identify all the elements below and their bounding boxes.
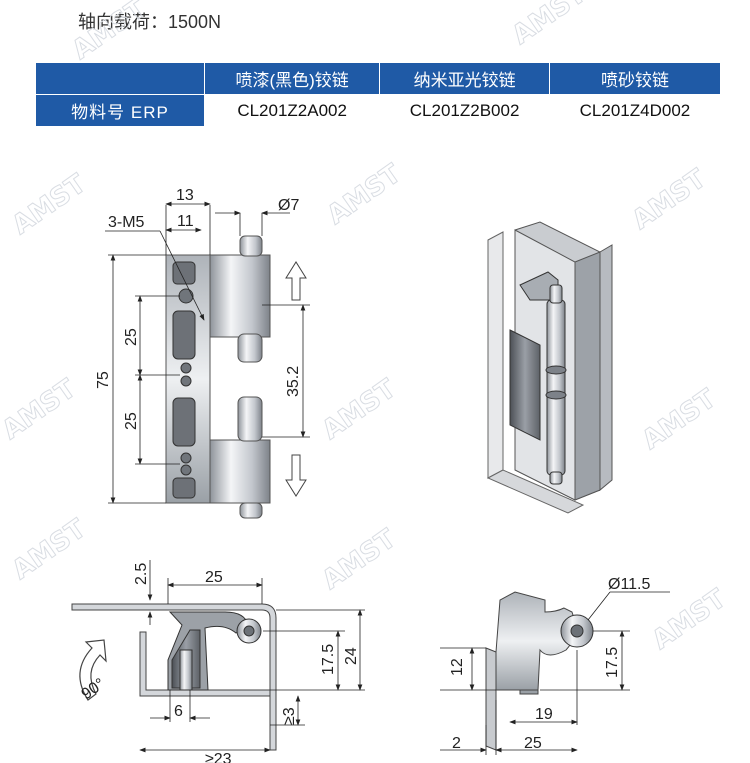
erp-row-label: 物料号 ERP <box>35 94 205 127</box>
dim-side-width-25: 25 <box>524 735 542 752</box>
side-foot <box>519 689 539 695</box>
hinge-leaf-3d <box>509 329 541 441</box>
hinge-3d-view <box>486 221 613 514</box>
panel-edge <box>487 231 504 479</box>
watermark-text: AMST <box>317 524 402 596</box>
mount-hole <box>180 362 192 374</box>
dim-diameter-11-5: Ø11.5 <box>608 576 651 593</box>
dim-width-25: 25 <box>205 569 223 586</box>
barrel-ring <box>545 390 567 400</box>
dim-height-24: 24 <box>343 647 360 665</box>
spec-header-row: 喷漆(黑色)铰链 纳米亚光铰链 喷砂铰链 <box>35 62 722 95</box>
rotation-90-arrow-icon <box>79 639 107 701</box>
dim-pin-diameter: Ø7 <box>278 197 299 214</box>
pin-retract-up-arrow-icon <box>285 261 307 301</box>
hinge-pin-3d-top <box>549 284 563 304</box>
side-plate-edge <box>485 647 497 751</box>
mount-screw <box>179 649 193 691</box>
dim-height-17-5: 17.5 <box>320 644 337 675</box>
dim-gap-min-3: ≥3 <box>281 707 298 725</box>
header-painted-black: 喷漆(黑色)铰链 <box>203 62 381 95</box>
dim-thickness-2-5: 2.5 <box>133 563 150 585</box>
dim-offset-6: 6 <box>174 703 183 720</box>
spec-table: 喷漆(黑色)铰链 纳米亚光铰链 喷砂铰链 物料号 ERP CL201Z2A002… <box>35 62 722 127</box>
hinge-pin-lower-end <box>237 396 263 442</box>
watermark-text: AMST <box>67 0 152 66</box>
dim-pitch-25-lower: 25 <box>123 412 140 430</box>
header-blank-cell <box>35 62 205 95</box>
axial-load-text: 轴向载荷：1500N <box>78 12 222 32</box>
dim-side-height-12: 12 <box>449 658 466 676</box>
dim-thread-m5: 3-M5 <box>108 214 145 231</box>
spec-erp-row: 物料号 ERP CL201Z2A002 CL201Z2B002 CL201Z4D… <box>35 94 722 127</box>
panel-bottom <box>486 469 585 514</box>
mount-hole <box>180 464 192 476</box>
side-bracket <box>495 591 576 691</box>
hinge-knuckle-lower <box>209 439 271 504</box>
dim-13: 13 <box>176 187 194 204</box>
watermark-text: AMST <box>317 374 402 446</box>
erp-code-nano: CL201Z2B002 <box>379 94 550 127</box>
dim-pitch-25-upper: 25 <box>123 328 140 346</box>
dim-side-height-17-5: 17.5 <box>604 647 621 678</box>
mount-slot <box>172 310 196 360</box>
watermark-text: AMST <box>647 584 732 656</box>
erp-code-painted: CL201Z2A002 <box>203 94 381 127</box>
watermark-layer: AMST AMST AMST AMST AMST AMST AMST AMST … <box>0 0 732 656</box>
dim-angle-90: 90° <box>79 675 109 703</box>
barrel-ring <box>545 365 567 375</box>
erp-code-sandblast: CL201Z4D002 <box>548 94 722 127</box>
side-view: Ø11.5 12 17.5 19 2 25 <box>440 576 670 755</box>
mount-slot <box>172 261 196 285</box>
mount-hole <box>178 288 194 304</box>
watermark-text: AMST <box>7 514 92 586</box>
front-view: 13 11 3-M5 Ø7 75 25 25 35.2 <box>95 187 310 519</box>
pin-retract-down-arrow-icon <box>285 454 307 497</box>
header-nano-matte: 纳米亚光铰链 <box>379 62 550 95</box>
pivot-pin-center <box>243 625 255 637</box>
watermark-text: AMST <box>322 159 407 231</box>
mount-hole <box>180 452 192 464</box>
hinge-pin-3d-bottom <box>549 471 563 485</box>
mount-slot <box>172 477 196 499</box>
dim-stroke-35-2: 35.2 <box>285 366 302 397</box>
dim-gap-min-23: ≥23 <box>205 751 232 763</box>
watermark-text: AMST <box>507 0 592 51</box>
side-pin-hole <box>570 624 584 638</box>
channel-side <box>574 251 601 501</box>
watermark-text: AMST <box>0 374 82 446</box>
hinge-pin-upper-end <box>237 333 263 363</box>
watermark-text: AMST <box>627 164 712 236</box>
watermark-text: AMST <box>7 169 92 241</box>
mount-slot <box>172 397 196 447</box>
channel-lip <box>599 244 613 492</box>
dim-11: 11 <box>177 213 194 230</box>
hinge-barrel-3d <box>546 299 566 476</box>
watermark-text: AMST <box>637 384 722 456</box>
dim-side-width-2: 2 <box>452 735 461 752</box>
mount-hole <box>180 375 192 387</box>
hinge-pin-bottom <box>239 502 263 519</box>
hinge-pin-top <box>239 235 263 257</box>
section-view: 2.5 25 17.5 24 6 ≥3 ≥23 90° <box>71 560 365 763</box>
hinge-knuckle-upper <box>209 254 271 338</box>
dim-side-width-19: 19 <box>535 706 553 723</box>
header-sandblasted: 喷砂铰链 <box>548 62 722 95</box>
dim-75: 75 <box>95 371 112 389</box>
